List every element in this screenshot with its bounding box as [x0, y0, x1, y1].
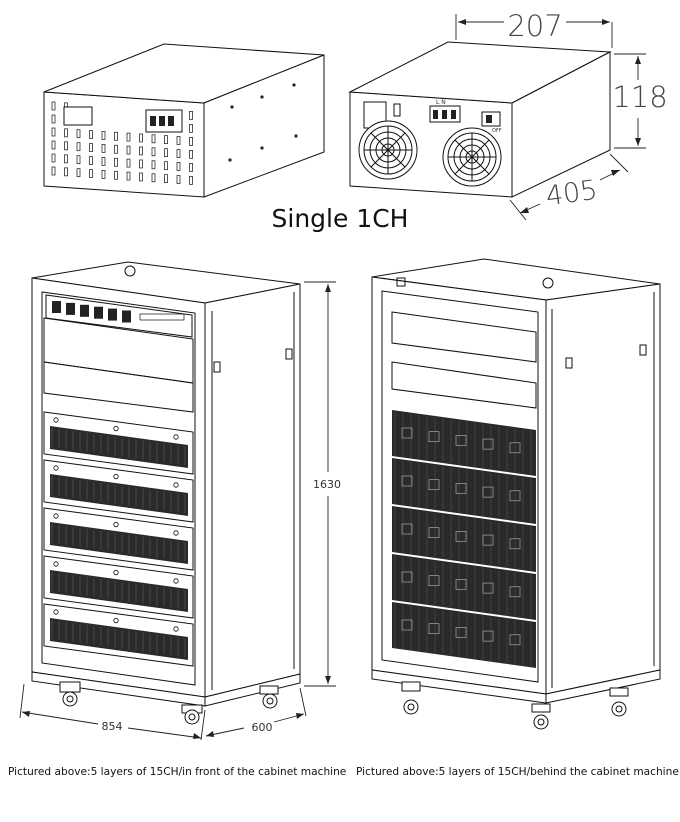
page-title: Single 1CH	[271, 204, 409, 233]
caption-back: Pictured above:5 layers of 15CH/behind t…	[356, 766, 679, 778]
fan-left	[358, 120, 418, 180]
cabinet-front-view: 1630 854 600	[19, 261, 341, 741]
caption-front: Pictured above:5 layers of 15CH/in front…	[8, 766, 347, 778]
control-panel-front	[52, 301, 185, 323]
dimension-unit-width: 207	[507, 9, 562, 43]
cabinet-back-view	[371, 258, 661, 730]
cabinet-front-wheels	[59, 681, 279, 725]
dimension-cabinet-depth: 600	[252, 721, 273, 734]
cabinet-front-modules	[43, 411, 194, 667]
unit-rear-view: L N OFF 207 118 405	[348, 9, 668, 221]
cabinet-back-modules	[392, 410, 536, 668]
dimension-cabinet-width: 854	[102, 720, 123, 733]
fan-right	[442, 127, 502, 187]
unit-front-view	[43, 43, 325, 198]
dimension-unit-depth: 405	[544, 175, 599, 213]
dimension-cabinet-height: 1630	[313, 478, 341, 491]
switch-label: OFF	[492, 128, 502, 134]
cabinet-back-wheels	[401, 681, 629, 730]
dimension-unit-height: 118	[612, 80, 667, 114]
terminal-label: L N	[436, 99, 446, 106]
